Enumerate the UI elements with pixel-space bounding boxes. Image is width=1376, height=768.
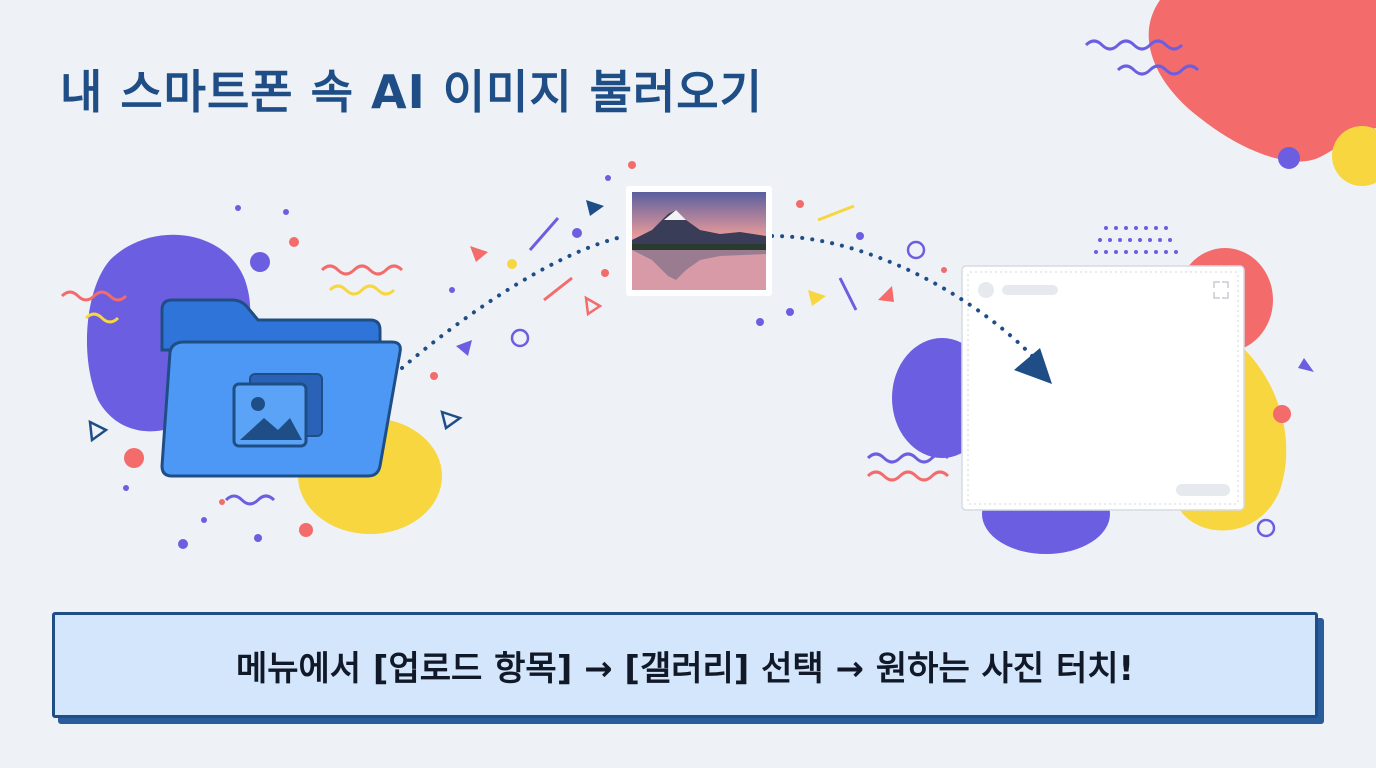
center-confetti bbox=[430, 161, 947, 431]
page-title: 내 스마트폰 속 AI 이미지 불러오기 bbox=[60, 65, 763, 119]
landscape-photo-thumbnail bbox=[626, 186, 772, 296]
blank-upload-window bbox=[961, 265, 1245, 511]
instruction-banner: 메뉴에서 [업로드 항목] → [갤러리] 선택 → 원하는 사진 터치! bbox=[52, 612, 1318, 718]
dotted-arrow-path bbox=[400, 234, 1052, 384]
image-folder-icon bbox=[160, 298, 402, 478]
instruction-text: 메뉴에서 [업로드 항목] → [갤러리] 선택 → 원하는 사진 터치! bbox=[235, 648, 1135, 689]
top-right-decoration bbox=[1084, 0, 1376, 186]
